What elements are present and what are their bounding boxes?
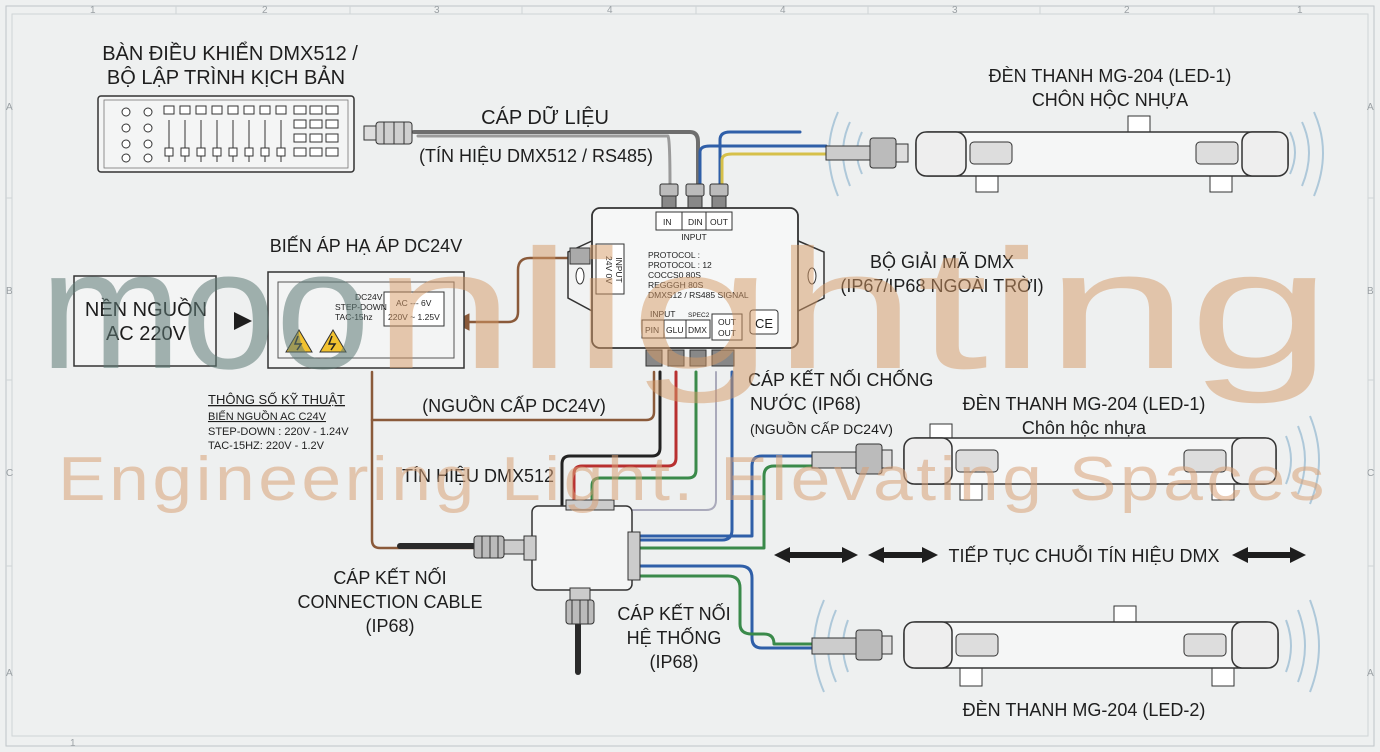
frame-row-a2: A [6, 668, 13, 679]
led1-mid-line1: ĐÈN THANH MG-204 (LED-1) [963, 394, 1206, 414]
controller-title-line1: BÀN ĐIỀU KHIỂN DMX512 / [102, 42, 358, 65]
led1-yellow-wire [720, 152, 828, 188]
cables [370, 130, 828, 675]
watermark-logo-part2: nlighting [372, 215, 1332, 405]
data-cable-gray [412, 130, 700, 188]
transformer-spec-5: 220V ~ 1.25V [388, 312, 440, 322]
specs-line-1: BIẾN NGUỒN AC C24V [208, 410, 327, 423]
transformer-spec-1: DC24V [355, 292, 383, 302]
watermark-tagline: Engineering Light. Elevating Spaces [58, 445, 1328, 514]
frame-col-5: 4 [780, 5, 786, 16]
power-source-line1: NỀN NGUỒN [85, 297, 207, 321]
continue-chain-arrows [774, 547, 1306, 563]
led1-top-line1: ĐÈN THANH MG-204 (LED-1) [989, 66, 1232, 86]
data-cable-label-line1: CÁP DỮ LIỆU [481, 105, 609, 129]
system-cable-line2: HỆ THỐNG [627, 627, 722, 648]
frame-col-3: 3 [434, 5, 440, 16]
decoder-label-line2: (IP67/IP68 NGOÀI TRỜI) [840, 275, 1043, 296]
decoder-spec-4: REGGGH 80S [648, 280, 704, 290]
decoder-port-in: IN [663, 217, 672, 227]
waterproof-cable-line1: CÁP KẾT NỐI CHỐNG [748, 369, 933, 390]
system-cable-line1: CÁP KẾT NỐI [617, 603, 730, 624]
frame-row-right-c: C [1367, 468, 1374, 479]
inner-frame [11, 13, 1369, 737]
frame-grid [6, 6, 1374, 567]
connection-cable-line1: CÁP KẾT NỐI [333, 567, 446, 588]
dmx-controller [97, 95, 413, 173]
frame-col-bottom-1: 1 [70, 738, 76, 749]
decoder-port-out: OUT [710, 217, 728, 227]
data-cable-label-line2: (TÍN HIỆU DMX512 / RS485) [419, 146, 653, 166]
waterproof-cable-line3: (NGUỒN CẤP DC24V) [750, 420, 893, 437]
decoder-spec-5: DMXS12 / RS485 SIGNAL [648, 290, 749, 300]
specs-title: THÔNG SỐ KỸ THUẬT [208, 392, 345, 407]
decoder-out-2: OUT [718, 328, 736, 338]
junction-box [473, 499, 641, 625]
transformer-spec-2: STEP-DOWN [335, 302, 387, 312]
decoder-port-dmx: DMX [688, 325, 707, 335]
frame-row-b: B [6, 286, 13, 297]
led2-line1: ĐÈN THANH MG-204 (LED-2) [963, 700, 1206, 720]
watermark-logo-part1: moo [40, 215, 370, 405]
decoder-ce-mark: CE [755, 316, 773, 331]
frame-row-right-a: A [1367, 102, 1374, 113]
decoder-out-1: OUT [718, 317, 736, 327]
led-bar-1-top [825, 111, 1324, 197]
connection-cable-line3: (IP68) [365, 616, 414, 636]
transformer-title: BIẾN ÁP HẠ ÁP DC24V [270, 235, 462, 256]
frame-col-6: 3 [952, 5, 958, 16]
watermark: moo nlighting Engineering Light. Elevati… [40, 215, 1332, 514]
specs-line-2: STEP-DOWN : 220V - 1.24V [208, 426, 349, 438]
power-dc24v-to-transformer [452, 256, 580, 331]
connection-cable-line2: CONNECTION CABLE [297, 592, 482, 612]
transformer-spec-3: TAC-15hz [335, 312, 373, 322]
decoder-bottom-spec: SPEC2 [688, 312, 710, 319]
system-cable-line3: (IP68) [649, 652, 698, 672]
decoder-side-ports: 24V 0V [604, 256, 614, 284]
led-bar-1-middle [811, 415, 1320, 505]
frame-row-c: C [6, 468, 13, 479]
decoder-bottom-input: INPUT [650, 309, 676, 319]
dmx-signal-label: TÍN HIỆU DMX512 [402, 466, 554, 486]
decoder-side-label: INPUT [614, 257, 624, 283]
decoder-port-glu: GLU [666, 325, 683, 335]
frame-col-1: 1 [90, 5, 96, 16]
frame-col-7: 2 [1124, 5, 1130, 16]
led1-mid-line2: Chôn hộc nhựa [1022, 418, 1147, 438]
led1-top-line2: CHÔN HỘC NHỰA [1032, 89, 1188, 110]
led-bar-2 [811, 599, 1320, 693]
decoder-port-din: DIN [688, 217, 703, 227]
frame-row-right-b: B [1367, 286, 1374, 297]
frame-row-a: A [6, 102, 13, 113]
continue-chain-label: TIẾP TỤC CHUỖI TÍN HIỆU DMX [948, 545, 1219, 566]
step-down-transformer [267, 271, 465, 369]
dmx-signal-red [572, 370, 678, 510]
specs-line-3: TAC-15HZ: 220V - 1.2V [208, 440, 325, 452]
decoder-spec-3: COCCS0 80S [648, 270, 701, 280]
dmx-decoder [567, 183, 825, 367]
decoder-port-pin: PIN [645, 325, 659, 335]
decoder-label-line1: BỘ GIẢI MÃ DMX [870, 251, 1014, 272]
frame-col-2: 2 [262, 5, 268, 16]
frame-col-8: 1 [1297, 5, 1303, 16]
decoder-spec-1: PROTOCOL : [648, 250, 700, 260]
transformer-spec-4: AC --- 6V [396, 298, 432, 308]
arrow-to-transformer [234, 312, 252, 330]
controller-title-line2: BỘ LẬP TRÌNH KỊCH BẢN [107, 66, 345, 89]
data-cable-blue-out [718, 130, 802, 188]
frame-column-numbers: 1 2 3 4 4 3 2 1 1 A B C A A B C A [6, 5, 1374, 749]
waterproof-cable-line2: NƯỚC (IP68) [750, 393, 861, 414]
frame-col-4: 4 [607, 5, 613, 16]
frame-row-right-a2: A [1367, 668, 1374, 679]
power-source-box [73, 275, 217, 367]
decoder-input-title: INPUT [681, 232, 707, 242]
drawing-frame [5, 5, 1375, 747]
power-feed-label: (NGUỒN CẤP DC24V) [422, 395, 606, 416]
decoder-spec-2: PROTOCOL : 12 [648, 260, 712, 270]
power-source-line2: AC 220V [106, 323, 187, 345]
